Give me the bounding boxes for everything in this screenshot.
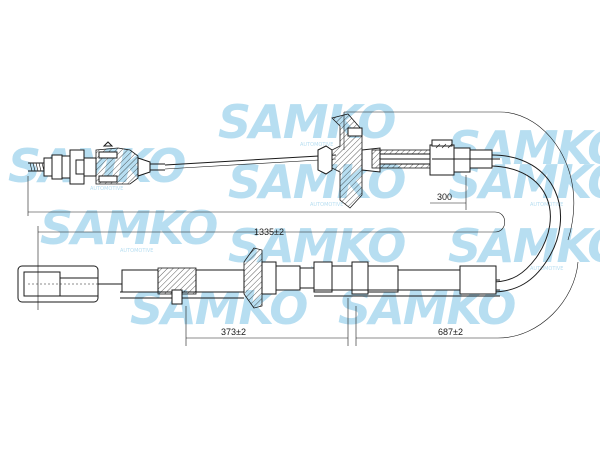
dim-end-offset: 300 bbox=[437, 192, 452, 202]
watermark-tagline: AUTOMOTIVE bbox=[90, 186, 123, 192]
watermark-tagline: AUTOMOTIVE bbox=[530, 266, 563, 272]
dimension-lines: 1335±2 300 373±2 687±2 bbox=[27, 111, 579, 346]
watermark-text: SAMKO bbox=[40, 201, 217, 255]
central-fitting bbox=[317, 113, 433, 209]
top-inner-wire bbox=[164, 154, 337, 166]
lower-grommet bbox=[243, 247, 315, 309]
dim-sleeve-distance: 373±2 bbox=[221, 327, 246, 337]
dim-outer-segment: 687±2 bbox=[438, 327, 463, 337]
watermark-tagline: AUTOMOTIVE bbox=[300, 142, 333, 148]
lower-right-sleeve bbox=[397, 265, 500, 295]
watermark-text: SAMKO bbox=[448, 219, 600, 273]
watermark-tagline: AUTOMOTIVE bbox=[120, 248, 153, 254]
watermark-tagline: AUTOMOTIVE bbox=[530, 202, 563, 208]
outer-sheath-curve bbox=[491, 154, 561, 293]
dim-overall-length: 1335±2 bbox=[254, 227, 284, 237]
lower-mid-fittings bbox=[313, 261, 500, 297]
lower-sheath bbox=[120, 267, 245, 305]
threaded-rod-end bbox=[28, 149, 85, 185]
watermark-text: SAMKO bbox=[218, 95, 395, 149]
watermark-tagline: AUTOMOTIVE bbox=[310, 202, 343, 208]
top-sleeve-housing bbox=[83, 141, 165, 185]
top-cable-assembly bbox=[28, 113, 561, 293]
end-ferrule bbox=[429, 139, 500, 176]
